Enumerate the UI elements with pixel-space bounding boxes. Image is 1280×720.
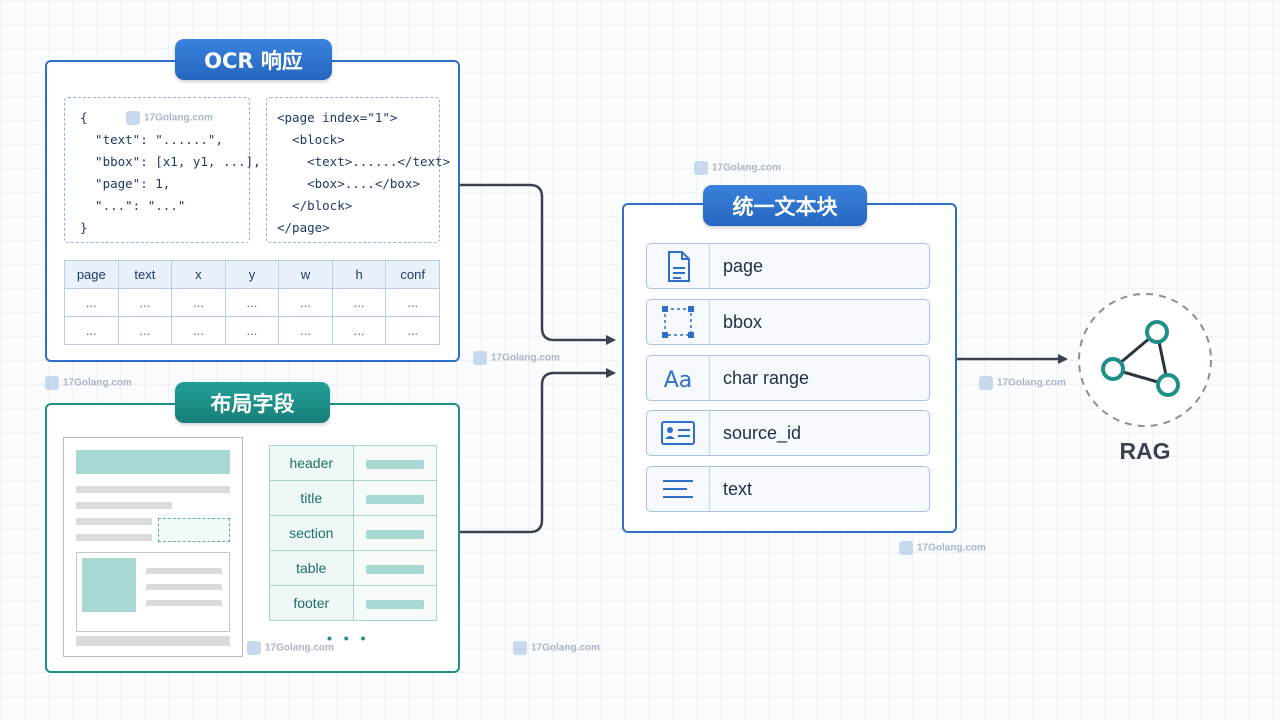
field-name-footer: footer xyxy=(269,585,354,621)
json-line: } xyxy=(80,220,88,235)
chunk-row-label: source_id xyxy=(723,423,802,443)
field-value-bar xyxy=(352,445,437,481)
json-line: "bbox": [x1, y1, ...], xyxy=(80,154,261,169)
table-row: footer xyxy=(269,585,437,621)
chunk-row-text: text xyxy=(646,466,930,512)
json-line: "page": 1, xyxy=(80,176,171,191)
table-cell: ... xyxy=(385,316,440,345)
xml-line: </block> xyxy=(277,198,353,213)
watermark-logo: 17Golang.com xyxy=(899,541,986,555)
xml-line: <page index="1"> xyxy=(277,110,398,125)
chunk-row-bbox: bbox xyxy=(646,299,930,345)
chunk-row-char-range: Aa char range xyxy=(646,355,930,401)
chunk-row-label: page xyxy=(723,256,764,276)
field-value-bar xyxy=(352,480,437,516)
xml-line: <box>....</box> xyxy=(277,176,420,191)
table-cell: ... xyxy=(278,316,333,345)
table-cell: ... xyxy=(117,288,173,317)
svg-text:Aa: Aa xyxy=(664,368,693,393)
watermark-logo: 17Golang.com xyxy=(979,376,1066,390)
table-row: ... ... ... ... ... ... ... xyxy=(64,316,440,345)
table-header-row: page text x y w h conf xyxy=(64,260,440,289)
id-card-icon xyxy=(647,411,710,455)
table-cell: ... xyxy=(224,316,280,345)
watermark-text: 17Golang.com xyxy=(63,377,132,389)
ocr-fields-table: page text x y w h conf ... ... ... ... .… xyxy=(64,260,440,345)
more-fields-ellipsis: • • • xyxy=(327,630,370,646)
table-row: header xyxy=(269,445,437,481)
watermark-logo: 17Golang.com xyxy=(473,351,560,365)
document-layout-illustration xyxy=(63,437,243,657)
chunk-row-label: text xyxy=(723,479,753,499)
layout-fields-table: header title section table footer xyxy=(269,445,437,621)
field-value-bar xyxy=(352,515,437,551)
field-value-bar xyxy=(352,585,437,621)
field-name-title: title xyxy=(269,480,354,516)
table-cell: ... xyxy=(224,288,280,317)
table-header-cell: conf xyxy=(385,260,440,289)
xml-line: <text>......</text> xyxy=(277,154,451,169)
graph-icon xyxy=(1078,293,1212,427)
json-line: "text": "......", xyxy=(80,132,223,147)
table-header-cell: page xyxy=(64,260,119,289)
table-cell: ... xyxy=(385,288,440,317)
json-line: { xyxy=(80,110,88,125)
bbox-icon xyxy=(647,300,710,344)
chunk-row-source-id: source_id xyxy=(646,410,930,456)
field-name-table: table xyxy=(269,550,354,586)
field-name-header: header xyxy=(269,445,354,481)
watermark-text: 17Golang.com xyxy=(265,642,334,654)
watermark-logo: 17Golang.com xyxy=(513,641,600,655)
rag-label: RAG xyxy=(1119,438,1171,464)
xml-line: <block> xyxy=(277,132,345,147)
table-header-cell: text xyxy=(117,260,173,289)
watermark-logo: 17Golang.com xyxy=(45,376,132,390)
json-line: "...": "..." xyxy=(80,198,186,213)
xml-line: </page> xyxy=(277,220,330,235)
layout-fields-title: 布局字段 xyxy=(175,382,330,423)
ocr-response-title: OCR 响应 xyxy=(175,39,332,80)
table-cell: ... xyxy=(117,316,173,345)
table-row: title xyxy=(269,480,437,516)
table-header-cell: w xyxy=(278,260,333,289)
table-cell: ... xyxy=(331,316,387,345)
watermark-text: 17Golang.com xyxy=(712,162,781,174)
table-header-cell: h xyxy=(331,260,387,289)
json-code-box: { "text": "......", "bbox": [x1, y1, ...… xyxy=(64,97,261,243)
xml-code-box: <page index="1"> <block> <text>......</t… xyxy=(266,97,450,243)
table-header-cell: x xyxy=(171,260,226,289)
field-name-section: section xyxy=(269,515,354,551)
text-case-icon: Aa xyxy=(647,356,710,400)
chunk-row-label: bbox xyxy=(723,312,763,332)
unified-chunk-title: 统一文本块 xyxy=(703,185,867,226)
table-cell: ... xyxy=(278,288,333,317)
watermark-text: 17Golang.com xyxy=(917,542,986,554)
chunk-row-label: char range xyxy=(723,368,810,388)
table-cell: ... xyxy=(64,288,119,317)
table-cell: ... xyxy=(171,288,226,317)
table-row: table xyxy=(269,550,437,586)
watermark-logo: 17Golang.com xyxy=(694,161,781,175)
table-header-cell: y xyxy=(224,260,280,289)
watermark-text: 17Golang.com xyxy=(531,642,600,654)
arrow-ocr-to-chunk xyxy=(460,183,616,345)
watermark-logo: 17Golang.com xyxy=(247,641,334,655)
table-row: ... ... ... ... ... ... ... xyxy=(64,288,440,317)
table-cell: ... xyxy=(171,316,226,345)
table-cell: ... xyxy=(331,288,387,317)
watermark-text: 17Golang.com xyxy=(997,377,1066,389)
table-cell: ... xyxy=(64,316,119,345)
chunk-row-page: page xyxy=(646,243,930,289)
arrow-layout-to-chunk xyxy=(460,368,616,534)
watermark-logo: 17Golang.com xyxy=(126,111,213,125)
text-lines-icon xyxy=(647,467,710,511)
document-icon xyxy=(647,244,710,288)
watermark-text: 17Golang.com xyxy=(491,352,560,364)
table-row: section xyxy=(269,515,437,551)
field-value-bar xyxy=(352,550,437,586)
watermark-text: 17Golang.com xyxy=(144,112,213,124)
